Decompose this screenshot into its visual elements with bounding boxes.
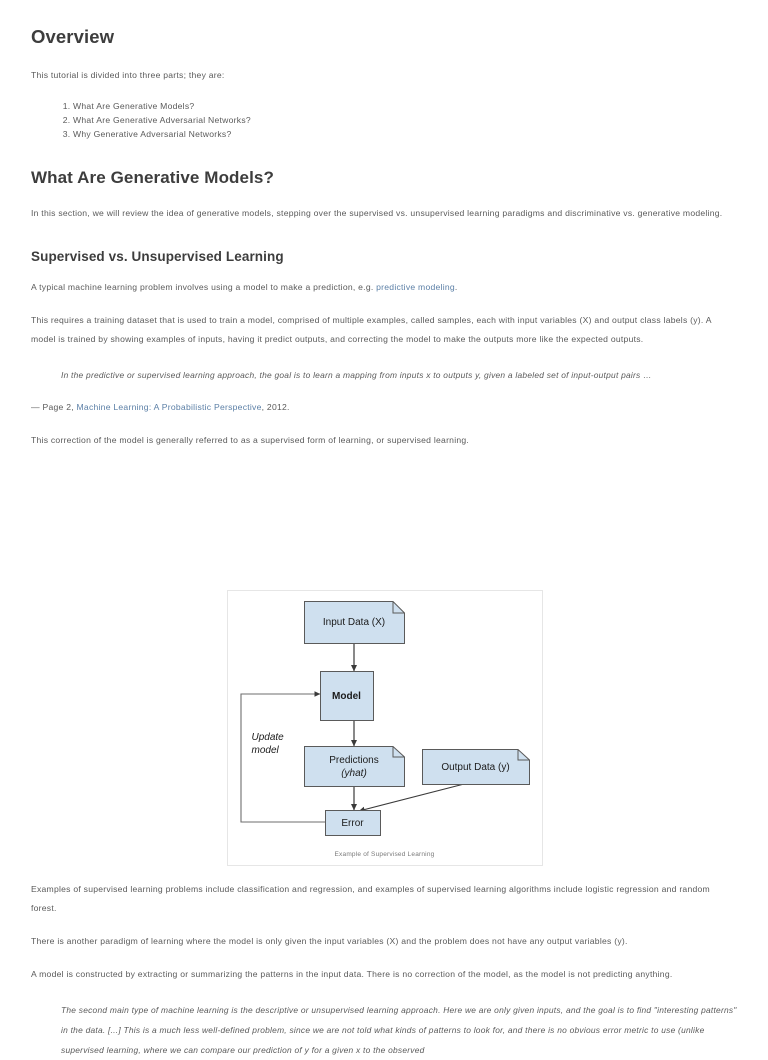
paragraph-correction: This correction of the model is generall… bbox=[31, 435, 470, 445]
folded-corner-shape bbox=[421, 749, 530, 785]
attribution-suffix: , 2012. bbox=[261, 402, 290, 412]
node-error: Error bbox=[324, 810, 381, 836]
article-page: Overview This tutorial is divided into t… bbox=[0, 0, 768, 1024]
paragraph-typical-suffix: . bbox=[454, 282, 458, 292]
node-predictions: Predictions (yhat) bbox=[303, 746, 405, 787]
paragraph-typical-problem: A typical machine learning problem invol… bbox=[31, 278, 738, 297]
section-intro: In this section, we will review the idea… bbox=[31, 208, 723, 218]
arrow-error-feedback-to-model bbox=[239, 691, 325, 823]
blockquote-unsupervised: The second main type of machine learning… bbox=[61, 1005, 737, 1055]
node-predictions-sublabel: (yhat) bbox=[341, 767, 367, 779]
node-error-label: Error bbox=[341, 817, 364, 829]
attribution-prefix: — Page 2, bbox=[31, 402, 77, 412]
predictive-modeling-link[interactable]: predictive modeling bbox=[376, 282, 455, 292]
label-update-model-line2: model bbox=[251, 745, 279, 756]
page-title: Overview bbox=[31, 26, 115, 47]
arrow-output-to-error bbox=[358, 782, 468, 813]
paragraph-training-dataset: This requires a training dataset that is… bbox=[31, 315, 712, 344]
node-input-data: Input Data (X) bbox=[303, 601, 405, 644]
node-output-data: Output Data (y) bbox=[421, 749, 530, 785]
paragraph-another-paradigm: There is another paradigm of learning wh… bbox=[31, 936, 628, 946]
figure-container: Input Data (X) Model Predictions (yhat) bbox=[226, 590, 543, 866]
figure-caption: Example of Supervised Learning bbox=[334, 851, 435, 858]
node-model: Model bbox=[319, 671, 374, 721]
blockquote-supervised: In the predictive or supervised learning… bbox=[61, 370, 652, 380]
paragraph-typical-prefix: A typical machine learning problem invol… bbox=[31, 282, 377, 292]
book-link-machine-learning[interactable]: Machine Learning: A Probabilistic Perspe… bbox=[76, 402, 262, 412]
overview-intro: This tutorial is divided into three part… bbox=[31, 70, 225, 80]
list-item: What Are Generative Adversarial Networks… bbox=[73, 113, 738, 127]
figure-supervised-learning: Input Data (X) Model Predictions (yhat) bbox=[31, 590, 738, 866]
section-heading-generative-models: What Are Generative Models? bbox=[31, 168, 274, 187]
list-item: What Are Generative Models? bbox=[73, 99, 738, 113]
node-predictions-label: Predictions bbox=[329, 754, 379, 766]
list-item: Why Generative Adversarial Networks? bbox=[73, 127, 738, 141]
folded-corner-shape bbox=[303, 601, 405, 644]
node-input-data-label: Input Data (X) bbox=[322, 617, 386, 628]
attribution-murphy: — Page 2, Machine Learning: A Probabilis… bbox=[31, 399, 738, 415]
folded-corner-shape bbox=[303, 746, 405, 787]
label-update-model-line1: Update bbox=[251, 732, 284, 743]
node-model-label: Model bbox=[332, 690, 361, 702]
paragraph-model-constructed: A model is constructed by extracting or … bbox=[31, 969, 673, 979]
label-update-model: Update model bbox=[252, 731, 322, 757]
node-output-data-label: Output Data (y) bbox=[441, 761, 510, 773]
paragraph-examples: Examples of supervised learning problems… bbox=[31, 884, 710, 913]
diagram-svg bbox=[239, 644, 468, 823]
tutorial-parts-list: What Are Generative Models? What Are Gen… bbox=[31, 99, 738, 141]
subsection-heading-supervised-unsupervised: Supervised vs. Unsupervised Learning bbox=[31, 249, 284, 264]
